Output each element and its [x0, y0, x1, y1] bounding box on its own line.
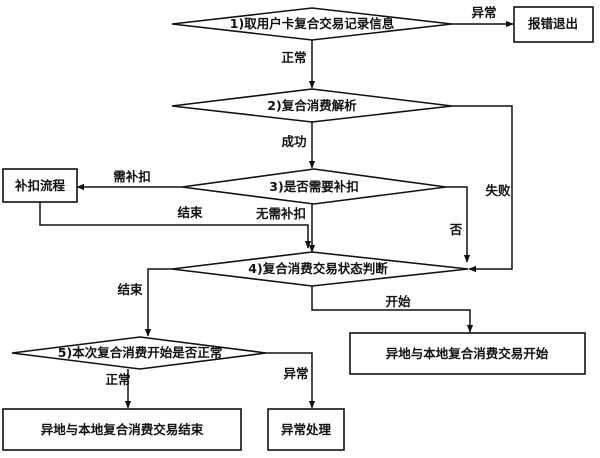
- edge-label-d3-no-need: 无需补扣: [255, 206, 306, 221]
- node-end-txn-label: 异地与本地复合消费交易结束: [41, 422, 204, 437]
- edge-label-d4-end: 结束: [117, 282, 143, 297]
- node-exit: 报错退出: [513, 6, 594, 43]
- edge-supplement-end: [39, 202, 312, 249]
- edge-label-d5-normal: 正常: [105, 372, 130, 387]
- node-d3: 3)是否需要补扣: [181, 168, 447, 205]
- node-d5-label: 5)本次复合消费开始是否正常: [58, 345, 222, 360]
- edge-d3-no: [446, 186, 471, 263]
- node-exit-label: 报错退出: [528, 16, 578, 31]
- edge-label-d4-start: 开始: [385, 294, 411, 309]
- edge-label-supplement-end: 结束: [177, 205, 203, 220]
- node-d2: 2)复合消费解析: [171, 88, 453, 123]
- edge-label-d2-success: 成功: [281, 134, 306, 149]
- edge-labels: 异常 正常 成功 失败 需补扣 结束 无需补扣 否 结束 开始 正常 异常: [105, 5, 511, 387]
- node-supplement-label: 补扣流程: [14, 178, 66, 193]
- node-d5: 5)本次复合消费开始是否正常: [11, 336, 267, 370]
- node-d3-label: 3)是否需要补扣: [269, 179, 358, 194]
- edge-d2-fail: [452, 105, 513, 273]
- edge-label-d2-fail: 失败: [485, 183, 511, 198]
- node-end-txn: 异地与本地复合消费交易结束: [2, 408, 242, 451]
- edge-d5-exception: [266, 352, 316, 409]
- node-exception-label: 异常处理: [281, 422, 332, 437]
- edge-label-d1-abnormal: 异常: [471, 5, 496, 20]
- edge-label-d1-normal: 正常: [281, 50, 306, 65]
- node-d2-label: 2)复合消费解析: [267, 98, 357, 113]
- node-supplement: 补扣流程: [2, 168, 78, 203]
- node-d4-label: 4)复合消费交易状态判断: [248, 261, 388, 276]
- node-exception: 异常处理: [267, 408, 345, 451]
- edge-label-d3-need: 需补扣: [113, 169, 151, 184]
- connectors: [39, 20, 514, 409]
- edge-d4-start: [311, 286, 474, 333]
- node-start-txn: 异地与本地复合消费交易开始: [349, 332, 586, 375]
- node-d1-label: 1)取用户卡复合交易记录信息: [230, 16, 395, 31]
- edge-label-d5-abnormal: 异常: [283, 366, 308, 381]
- node-d1: 1)取用户卡复合交易记录信息: [171, 7, 453, 41]
- edge-d4-d5: [144, 268, 172, 337]
- edge-label-d3-no: 否: [449, 222, 463, 237]
- node-start-txn-label: 异地与本地复合消费交易开始: [386, 346, 549, 361]
- node-d4: 4)复合消费交易状态判断: [171, 251, 469, 287]
